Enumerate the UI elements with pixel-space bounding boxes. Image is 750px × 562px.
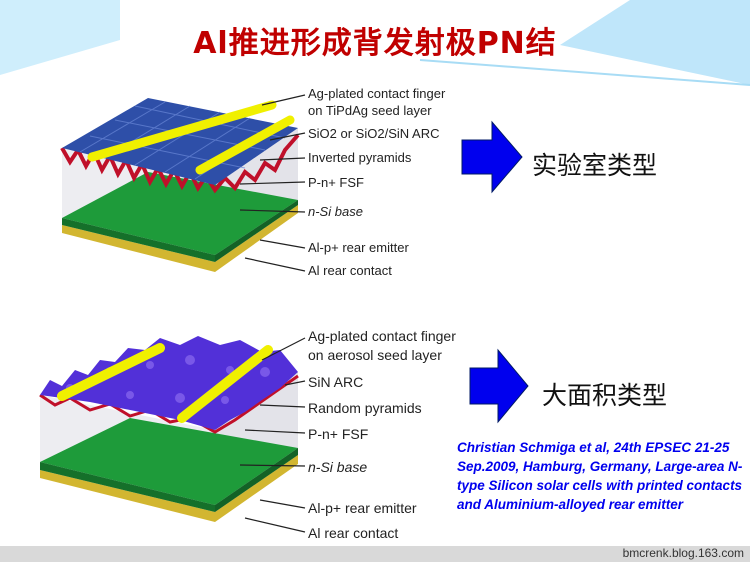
bottom-cell-diagram xyxy=(39,336,306,533)
arc-top-surface xyxy=(62,98,298,185)
slide-title: Al推进形成背发射极PN结 xyxy=(193,26,557,61)
corner-decoration-right xyxy=(560,0,750,85)
inverted-pyramids xyxy=(60,133,300,194)
large-area-type-label: 大面积类型 xyxy=(542,381,668,410)
top-cell-diagram xyxy=(60,94,306,272)
label-fsf: P-n+ FSF xyxy=(308,175,364,190)
n-si-base xyxy=(40,418,298,505)
contact-finger xyxy=(57,343,165,401)
contact-finger xyxy=(177,345,273,423)
label-seed-layer: on aerosol seed layer xyxy=(308,347,442,363)
al-rear-contact xyxy=(40,455,298,522)
contact-finger xyxy=(195,115,295,175)
label-rear-contact: Al rear contact xyxy=(308,525,399,541)
label-finger: Ag-plated contact finger xyxy=(308,86,446,101)
corner-decoration-left xyxy=(0,0,120,75)
label-fsf: P-n+ FSF xyxy=(308,426,369,442)
label-base: n-Si base xyxy=(308,204,363,219)
label-arc: SiO2 or SiO2/SiN ARC xyxy=(308,126,440,141)
label-seed-layer: on TiPdAg seed layer xyxy=(308,103,432,118)
decoration-line xyxy=(419,59,750,86)
label-arc: SiN ARC xyxy=(308,374,364,390)
label-pyramids: Inverted pyramids xyxy=(308,150,412,165)
arrow-right-icon xyxy=(461,120,523,194)
label-emitter: Al-p+ rear emitter xyxy=(308,500,417,516)
footer-watermark: bmcrenk.blog.163.com xyxy=(622,546,744,560)
label-emitter: Al-p+ rear emitter xyxy=(308,240,409,255)
footer-bar: bmcrenk.blog.163.com xyxy=(0,546,750,562)
lab-type-label: 实验室类型 xyxy=(532,151,658,180)
label-finger: Ag-plated contact finger xyxy=(308,328,456,344)
contact-finger xyxy=(87,100,277,162)
n-si-base xyxy=(62,172,298,255)
arc-top-surface xyxy=(40,336,298,430)
label-pyramids: Random pyramids xyxy=(308,400,422,416)
arrow-right-icon xyxy=(469,348,529,424)
al-rear-contact xyxy=(62,205,298,272)
citation-text: Christian Schmiga et al, 24th EPSEC 21-2… xyxy=(457,440,743,512)
label-rear-contact: Al rear contact xyxy=(308,263,392,278)
label-base: n-Si base xyxy=(308,459,368,475)
